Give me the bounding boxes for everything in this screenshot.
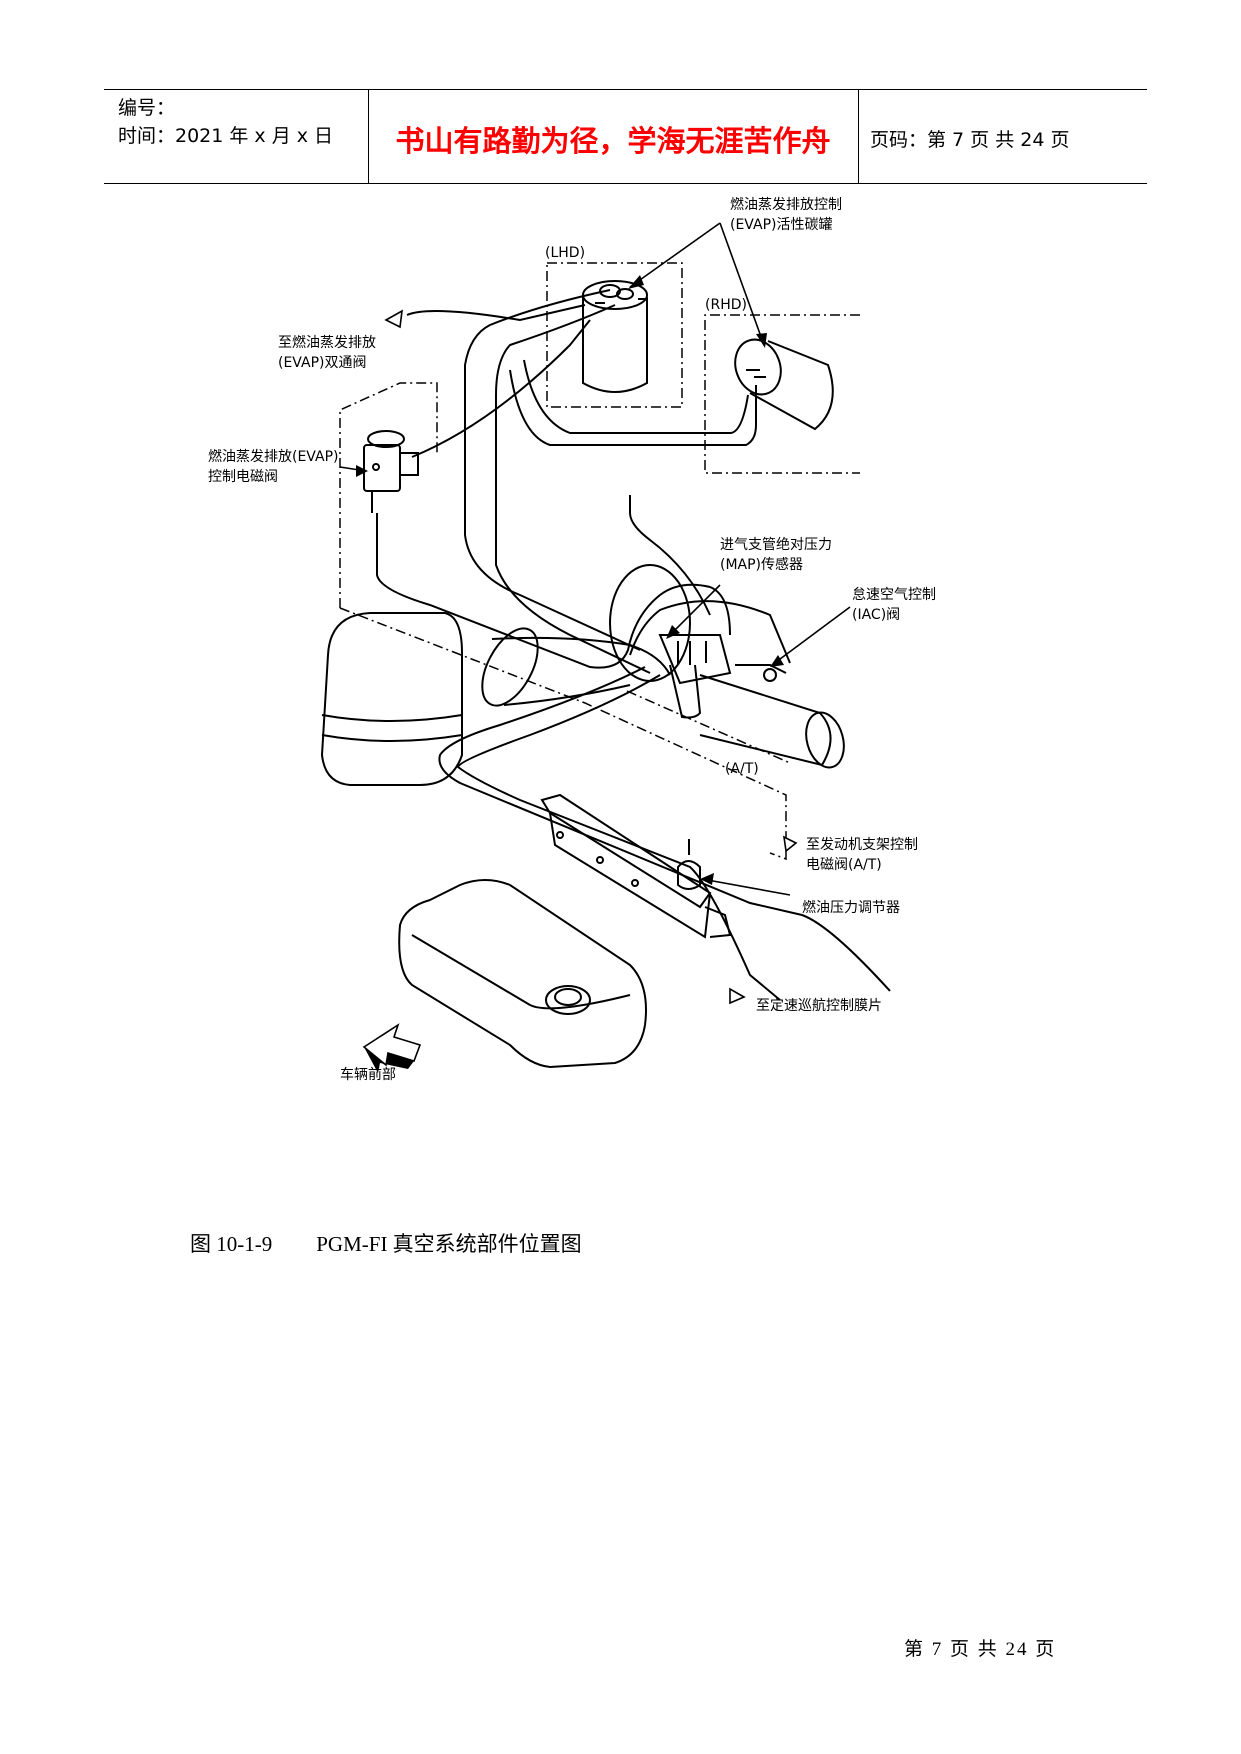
label-evap-solenoid: 燃油蒸发排放(EVAP) bbox=[208, 448, 338, 465]
label-two-way-valve: 至燃油蒸发排放 bbox=[278, 334, 376, 351]
pointer-canister-rhd bbox=[719, 222, 765, 346]
header-middle-cell: 书山有路勤为径，学海无涯苦作舟 bbox=[368, 90, 859, 183]
arrowhead bbox=[700, 873, 714, 885]
label-map-sensor: 进气支管绝对压力 bbox=[720, 537, 832, 553]
pointer-regulator bbox=[701, 878, 791, 896]
hose-canister-to-rhd bbox=[509, 369, 757, 446]
label-mount-control: 至发动机支架控制 bbox=[806, 837, 918, 853]
label-two-way-valve-2: (EVAP)双通阀 bbox=[278, 355, 366, 371]
intake-manifold bbox=[699, 664, 845, 769]
evap-control-solenoid bbox=[363, 430, 419, 513]
throttle-body bbox=[609, 564, 732, 719]
hose-to-iac bbox=[629, 600, 791, 664]
label-evap-solenoid-2: 控制电磁阀 bbox=[208, 469, 278, 485]
vacuum-system-diagram: 燃油蒸发排放控制 (EVAP)活性碳罐 (LHD) (RHD) 至燃油蒸发排放 … bbox=[208, 196, 936, 1083]
arrowhead bbox=[756, 333, 767, 348]
evap-canister-rhd bbox=[734, 338, 834, 431]
hose-to-two-way-valve bbox=[406, 304, 586, 322]
arrowhead bbox=[628, 275, 644, 289]
pointer-canister-lhd bbox=[629, 222, 721, 288]
evap-canister-lhd bbox=[582, 280, 648, 393]
figure-title: PGM-FI 真空系统部件位置图 bbox=[316, 1232, 582, 1256]
page-footer: 第 7 页 共 24 页 bbox=[904, 1639, 1057, 1660]
arrowhead bbox=[666, 625, 680, 639]
lhd-region-outline bbox=[546, 262, 683, 408]
arrowhead-mount-control bbox=[782, 835, 798, 853]
figure-number: 图 10-1-9 bbox=[190, 1232, 273, 1256]
label-evap-canister: 燃油蒸发排放控制 bbox=[730, 196, 842, 213]
cylinder-head-cover bbox=[398, 879, 647, 1069]
label-evap-canister-2: (EVAP)活性碳罐 bbox=[730, 217, 832, 233]
header-left-cell: 编号： 时间：2021 年 x 月 x 日 bbox=[104, 90, 369, 183]
pointer-iac bbox=[771, 606, 851, 666]
arrowhead bbox=[356, 465, 368, 477]
label-vehicle-front: 车辆前部 bbox=[340, 1066, 396, 1083]
header-page-info: 页码：第 7 页 共 24 页 bbox=[870, 129, 1070, 151]
rhd-region-outline bbox=[704, 314, 860, 474]
fuel-rail bbox=[540, 793, 732, 939]
pointer-map-sensor bbox=[667, 584, 721, 638]
label-rhd: (RHD) bbox=[705, 297, 747, 313]
document-date: 时间：2021 年 x 月 x 日 bbox=[118, 125, 334, 147]
hose-mount-control bbox=[438, 666, 891, 992]
label-fuel-pressure-regulator: 燃油压力调节器 bbox=[802, 899, 900, 916]
air-cleaner-box bbox=[320, 612, 463, 786]
fuel-pressure-regulator bbox=[677, 839, 701, 890]
hose-evap-solenoid bbox=[411, 319, 591, 458]
arrowhead-two-way-valve bbox=[384, 309, 403, 329]
label-mount-control-2: 电磁阀(A/T) bbox=[806, 857, 882, 873]
arrowhead-cruise bbox=[729, 987, 746, 1005]
hose-cruise-control bbox=[456, 674, 781, 1001]
intake-duct bbox=[481, 627, 671, 707]
document-number-label: 编号： bbox=[118, 97, 176, 119]
header-right-cell: 页码：第 7 页 共 24 页 bbox=[858, 90, 1147, 183]
header-motto: 书山有路勤为径，学海无涯苦作舟 bbox=[395, 124, 831, 158]
evap-region-outline bbox=[339, 382, 438, 608]
page-header: 编号： 时间：2021 年 x 月 x 日 书山有路勤为径，学海无涯苦作舟 页码… bbox=[104, 89, 1147, 184]
vehicle-front-arrow bbox=[362, 1023, 422, 1073]
hose-map-sensor bbox=[629, 495, 711, 616]
label-lhd: (LHD) bbox=[545, 245, 585, 261]
label-iac-valve-2: (IAC)阀 bbox=[852, 607, 900, 623]
label-iac-valve: 怠速空气控制 bbox=[852, 587, 936, 603]
figure-caption: 图 10-1-9 PGM-FI 真空系统部件位置图 bbox=[190, 1228, 582, 1258]
label-cruise-diaphragm: 至定速巡航控制膜片 bbox=[756, 998, 882, 1014]
label-map-sensor-2: (MAP)传感器 bbox=[720, 556, 803, 573]
arrowhead bbox=[770, 655, 784, 667]
label-at: (A/T) bbox=[725, 761, 759, 777]
